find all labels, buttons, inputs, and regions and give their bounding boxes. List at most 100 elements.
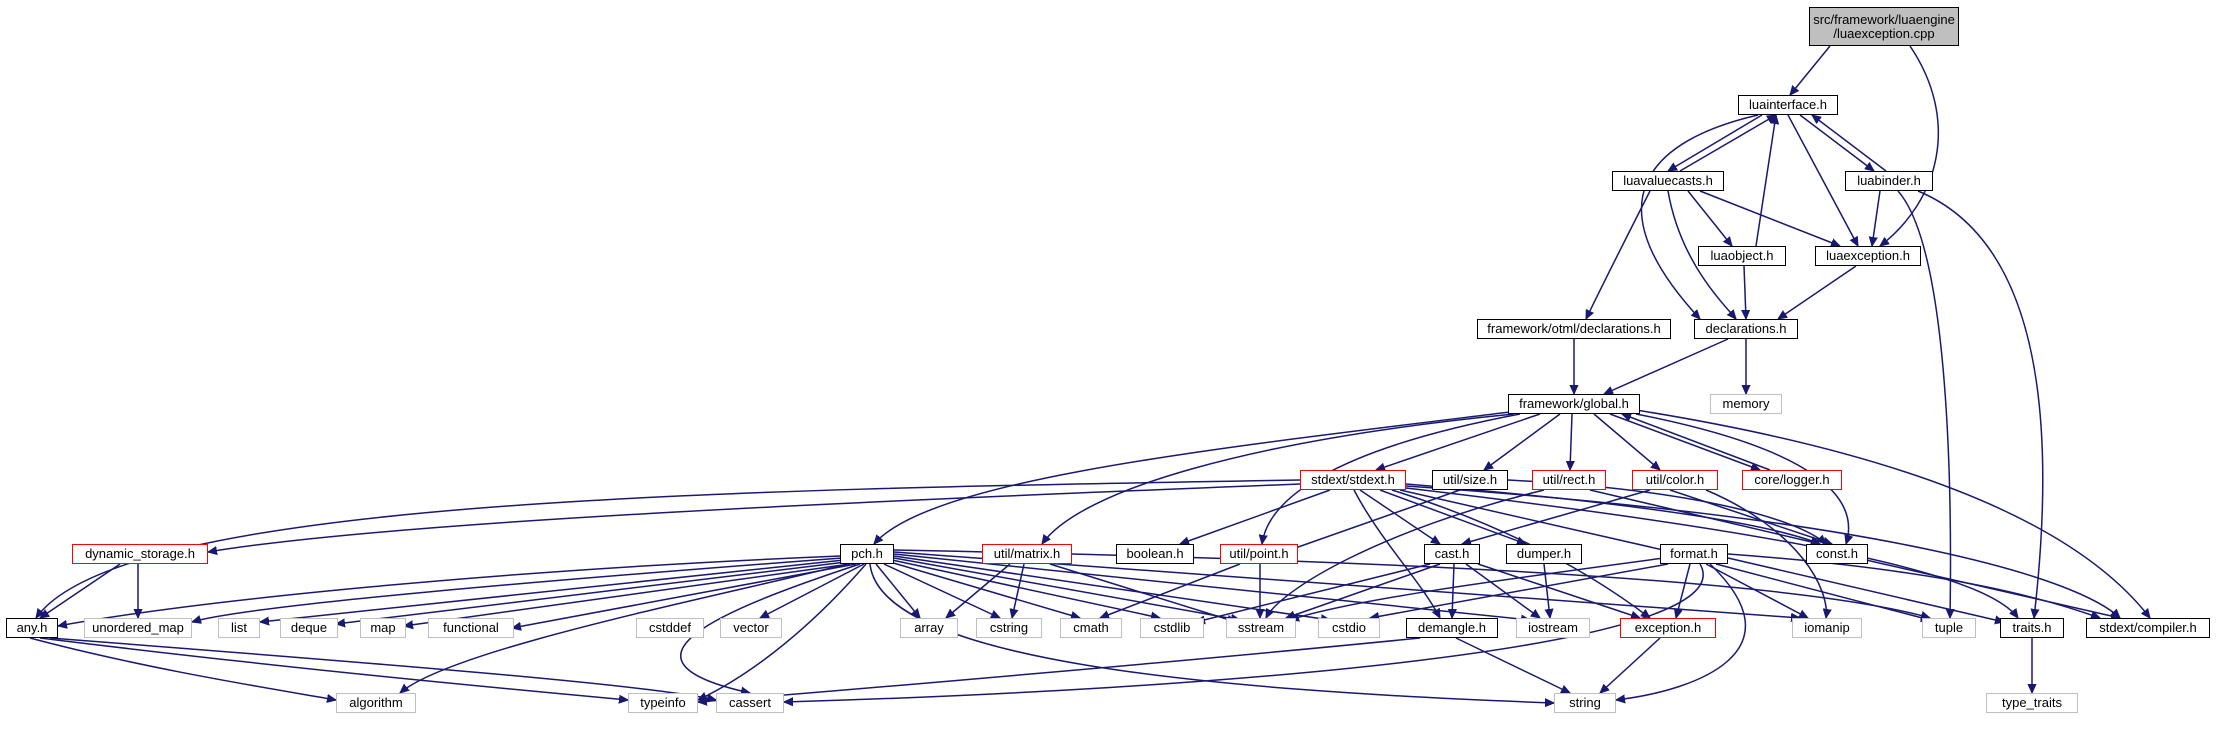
- node-unordered-map[interactable]: unordered_map: [84, 618, 192, 638]
- edge-cast-iostream: [1465, 563, 1540, 618]
- node-list[interactable]: list: [218, 618, 260, 638]
- edge-size-point: [1284, 489, 1461, 552]
- node-luaexception-h[interactable]: luaexception.h: [1815, 246, 1921, 266]
- edge-stdext-compiler: [1405, 485, 2120, 618]
- node-const[interactable]: const.h: [1806, 544, 1868, 564]
- node-point[interactable]: util/point.h: [1220, 544, 1298, 564]
- node-root[interactable]: src/framework/luaengine /luaexception.cp…: [1809, 7, 1959, 46]
- node-cast[interactable]: cast.h: [1424, 544, 1480, 564]
- edge-declarations-global: [1604, 338, 1729, 395]
- node-cassert[interactable]: cassert: [716, 693, 784, 713]
- node-matrix[interactable]: util/matrix.h: [982, 544, 1072, 564]
- node-luainterface[interactable]: luainterface.h: [1738, 95, 1838, 115]
- node-declarations[interactable]: declarations.h: [1694, 319, 1798, 339]
- node-vector[interactable]: vector: [720, 618, 782, 638]
- edge-pch-string: [869, 563, 1554, 703]
- edge-pch-any: [58, 555, 841, 626]
- edge-pch-cmath: [889, 561, 1080, 618]
- edge-pch-sstream: [893, 557, 1240, 620]
- edge-global-compiler: [1635, 409, 2150, 618]
- node-deque[interactable]: deque: [280, 618, 338, 638]
- edge-pch-deque: [336, 561, 847, 624]
- edge-demangle-typeinfo: [698, 637, 1421, 702]
- node-cstdlib[interactable]: cstdlib: [1140, 618, 1204, 638]
- node-memory[interactable]: memory: [1710, 394, 1782, 414]
- node-luaobject[interactable]: luaobject.h: [1698, 246, 1786, 266]
- edge-dumper-iostream: [1543, 563, 1550, 618]
- edge-stdext-traits: [1405, 487, 2018, 618]
- node-stdext[interactable]: stdext/stdext.h: [1300, 470, 1406, 490]
- node-iomanip[interactable]: iomanip: [1792, 618, 1862, 638]
- node-any[interactable]: any.h: [6, 618, 58, 638]
- node-iostream[interactable]: iostream: [1516, 618, 1590, 638]
- node-global[interactable]: framework/global.h: [1508, 394, 1640, 414]
- edge-pch-iostream: [893, 553, 1530, 620]
- edge-format-string: [1616, 563, 1747, 700]
- edge-pch-map: [404, 563, 851, 626]
- node-functional[interactable]: functional: [428, 618, 514, 638]
- node-dumper[interactable]: dumper.h: [1506, 544, 1582, 564]
- edge-stdext-boolean: [1180, 489, 1331, 544]
- node-tuple[interactable]: tuple: [1922, 618, 1976, 638]
- edge-luavaluecasts-luainterface: [1679, 114, 1776, 172]
- node-size[interactable]: util/size.h: [1432, 470, 1508, 490]
- node-otml-declarations[interactable]: framework/otml/declarations.h: [1477, 319, 1671, 339]
- node-rect[interactable]: util/rect.h: [1532, 470, 1606, 490]
- edge-luainterface-luavaluecasts: [1668, 114, 1763, 172]
- node-sstream[interactable]: sstream: [1226, 618, 1296, 638]
- node-logger[interactable]: core/logger.h: [1742, 470, 1842, 490]
- edge-format-cstdio: [1370, 563, 1669, 618]
- edge-global-matrix: [1042, 413, 1515, 544]
- node-traits[interactable]: traits.h: [2000, 618, 2064, 638]
- edge-luaobject-luainterface: [1755, 115, 1776, 247]
- edge-exception-string: [1600, 637, 1661, 693]
- edge-matrix-array: [946, 563, 1011, 618]
- node-luavaluecasts[interactable]: luavaluecasts.h: [1612, 171, 1724, 191]
- edge-format-iomanip: [1705, 563, 1808, 619]
- edge-root-luainterface: [1790, 45, 1831, 95]
- node-cstddef[interactable]: cstddef: [636, 618, 704, 638]
- node-color[interactable]: util/color.h: [1632, 470, 1718, 490]
- edge-rect-sstream: [1265, 489, 1545, 618]
- edge-luaobject-declarations: [1744, 265, 1746, 319]
- edge-dynamic-any: [40, 563, 121, 618]
- node-type-traits[interactable]: type_traits: [1986, 693, 2078, 713]
- node-string[interactable]: string: [1554, 693, 1616, 713]
- node-cstdio[interactable]: cstdio: [1318, 618, 1380, 638]
- edge-pch-typeinfo: [698, 563, 867, 701]
- edge-any-algorithm: [29, 637, 336, 700]
- edge-stdext-dynamic: [208, 483, 1301, 552]
- edge-format-tuple: [1715, 563, 1930, 620]
- node-cmath[interactable]: cmath: [1060, 618, 1122, 638]
- edge-stdext-demangle: [1353, 489, 1441, 618]
- edge-luavaluecasts-otml: [1585, 190, 1651, 319]
- edge-any-cassert: [49, 637, 716, 700]
- node-exception[interactable]: exception.h: [1620, 618, 1716, 638]
- edge-const-compiler: [1865, 559, 2120, 618]
- edge-global-rect: [1570, 413, 1572, 470]
- node-cstring[interactable]: cstring: [976, 618, 1042, 638]
- edge-global-stdext: [1376, 413, 1541, 470]
- node-compiler[interactable]: stdext/compiler.h: [2086, 618, 2210, 638]
- node-typeinfo[interactable]: typeinfo: [628, 693, 698, 713]
- edge-rect-const: [1589, 489, 1820, 544]
- node-algorithm[interactable]: algorithm: [336, 693, 416, 713]
- edge-pch-functional: [512, 563, 857, 628]
- node-array[interactable]: array: [900, 618, 958, 638]
- node-root-line1: src/framework/luaengine: [1813, 11, 1955, 27]
- node-demangle[interactable]: demangle.h: [1406, 618, 1498, 638]
- edge-format-exception: [1676, 563, 1691, 618]
- edge-stdext-cast: [1359, 489, 1440, 544]
- edge-pch-vector: [760, 563, 865, 619]
- node-luabinder[interactable]: luabinder.h: [1845, 171, 1933, 191]
- node-boolean[interactable]: boolean.h: [1116, 544, 1194, 564]
- edge-pch-algorithm: [400, 563, 849, 693]
- edge-format-traits: [1727, 557, 2004, 622]
- node-dynamic-storage[interactable]: dynamic_storage.h: [72, 544, 208, 564]
- node-pch[interactable]: pch.h: [840, 544, 894, 564]
- edge-format-cassert: [784, 563, 1704, 702]
- node-map[interactable]: map: [360, 618, 406, 638]
- node-format[interactable]: format.h: [1660, 544, 1728, 564]
- edge-pch-cstdlib: [891, 559, 1160, 618]
